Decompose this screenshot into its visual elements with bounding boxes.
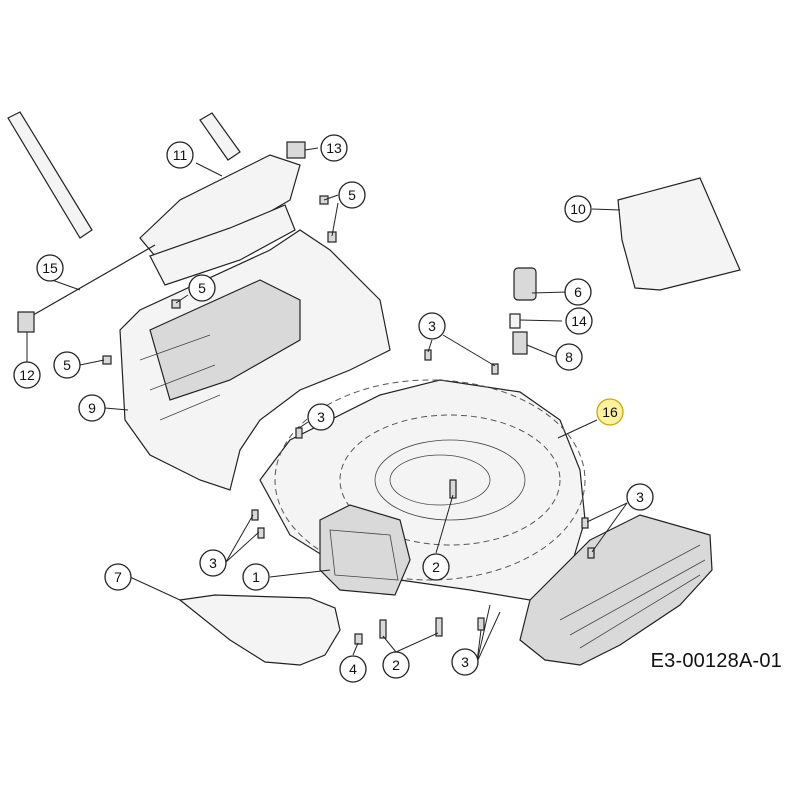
- spring-13: [286, 141, 306, 159]
- callout-11: 11: [166, 141, 194, 169]
- callout-5-left: 5: [53, 351, 81, 379]
- callout-13: 13: [320, 134, 348, 162]
- svg-text:5: 5: [63, 357, 71, 373]
- svg-text:3: 3: [461, 654, 469, 670]
- callout-2-center: 2: [422, 553, 450, 581]
- front-skirt: [519, 514, 713, 666]
- svg-text:3: 3: [209, 555, 217, 571]
- leader-lines: [26, 147, 628, 663]
- svg-text:1: 1: [252, 569, 260, 585]
- drawing-code-label: E3-00128A-01: [650, 650, 782, 672]
- callout-4: 4: [339, 655, 367, 683]
- svg-text:4: 4: [349, 661, 357, 677]
- callout-1: 1: [242, 563, 270, 591]
- fitting-8: [512, 331, 528, 355]
- callout-16-highlighted: 16: [596, 398, 624, 426]
- svg-text:5: 5: [198, 280, 206, 296]
- svg-text:2: 2: [392, 657, 400, 673]
- callout-15: 15: [36, 254, 64, 282]
- callout-8: 8: [555, 343, 583, 371]
- svg-text:14: 14: [571, 313, 587, 329]
- svg-text:6: 6: [574, 284, 582, 300]
- svg-text:16: 16: [602, 404, 618, 420]
- svg-text:9: 9: [88, 400, 96, 416]
- spring-12: [17, 311, 35, 333]
- baffle-7: [178, 594, 341, 666]
- svg-text:5: 5: [348, 187, 356, 203]
- svg-text:3: 3: [317, 409, 325, 425]
- callout-14: 14: [565, 307, 593, 335]
- discharge-chute: [617, 177, 741, 291]
- svg-text:2: 2: [432, 559, 440, 575]
- handle-cover: [139, 154, 301, 286]
- handle-tubes: [7, 111, 241, 239]
- svg-text:8: 8: [565, 349, 573, 365]
- callout-3-lower-left: 3: [199, 549, 227, 577]
- callout-3-bottom: 3: [451, 648, 479, 676]
- front-bracket: [319, 504, 411, 596]
- callout-9: 9: [78, 394, 106, 422]
- callout-3-deck-left: 3: [307, 403, 335, 431]
- svg-text:7: 7: [114, 569, 122, 585]
- svg-text:15: 15: [42, 260, 58, 276]
- callout-2-bottom: 2: [382, 651, 410, 679]
- callout-10: 10: [564, 195, 592, 223]
- callout-7: 7: [104, 563, 132, 591]
- svg-text:3: 3: [636, 489, 644, 505]
- callout-6: 6: [564, 278, 592, 306]
- callout-3-right: 3: [626, 483, 654, 511]
- knob-6: [513, 267, 537, 301]
- fasteners: [102, 195, 595, 645]
- svg-text:12: 12: [19, 367, 35, 383]
- cable: [27, 244, 156, 319]
- callout-5-top: 5: [338, 181, 366, 209]
- callout-5-mid: 5: [188, 274, 216, 302]
- svg-text:10: 10: [570, 201, 586, 217]
- svg-text:3: 3: [428, 318, 436, 334]
- svg-text:13: 13: [326, 140, 342, 156]
- callout-12: 12: [13, 361, 41, 389]
- bolt-14: [509, 313, 521, 329]
- callout-3-deck-top: 3: [418, 312, 446, 340]
- svg-text:11: 11: [173, 147, 188, 163]
